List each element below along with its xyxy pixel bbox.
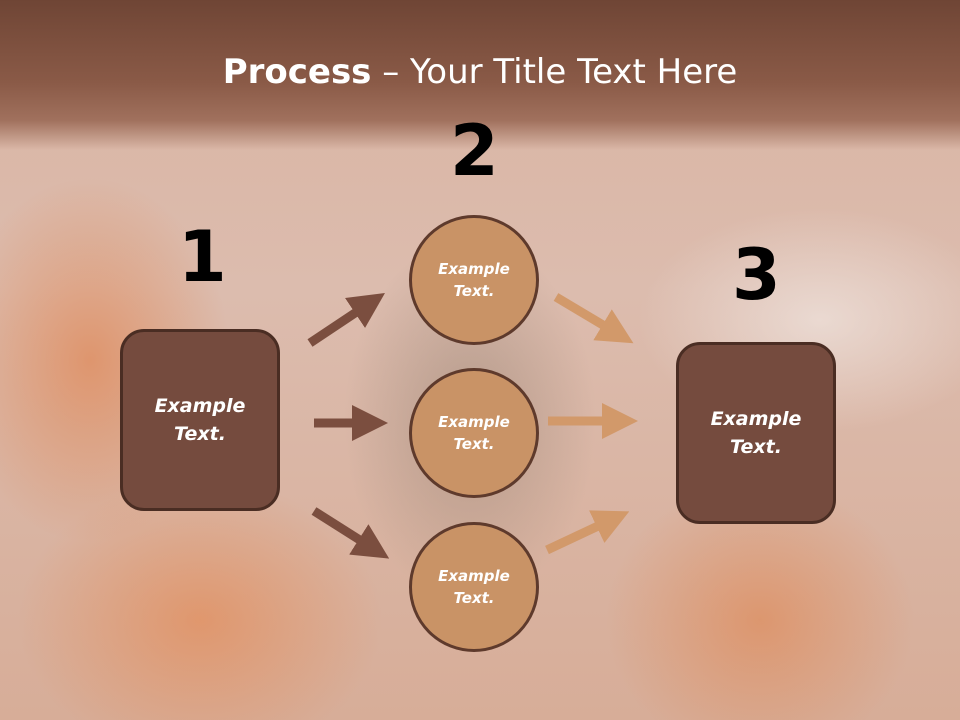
circle-bottom-line1: Example bbox=[438, 566, 510, 585]
circle-bottom[interactable]: Example Text. bbox=[409, 522, 539, 652]
title-rest: – Your Title Text Here bbox=[371, 52, 738, 92]
step-number-3: 3 bbox=[732, 234, 781, 316]
right-box-line2: Text. bbox=[730, 436, 782, 458]
left-box-line2: Text. bbox=[174, 423, 226, 445]
circle-top[interactable]: Example Text. bbox=[409, 215, 539, 345]
right-box-line1: Example bbox=[710, 407, 802, 430]
right-text-box[interactable]: Example Text. bbox=[676, 342, 836, 524]
circle-middle-line1: Example bbox=[438, 412, 510, 431]
title-bold: Process bbox=[222, 52, 372, 92]
arrow-right-top bbox=[553, 293, 634, 344]
header-band bbox=[0, 0, 960, 150]
circle-bottom-line2: Text. bbox=[453, 589, 495, 607]
left-box-line1: Example bbox=[154, 394, 246, 417]
step-number-2: 2 bbox=[450, 110, 499, 192]
arrow-left-top bbox=[307, 293, 385, 347]
arrow-right-bottom bbox=[545, 510, 630, 555]
step-number-1: 1 bbox=[178, 216, 227, 298]
left-text-box[interactable]: Example Text. bbox=[120, 329, 280, 511]
slide-title[interactable]: Process – Your Title Text Here bbox=[0, 52, 960, 92]
circle-middle[interactable]: Example Text. bbox=[409, 368, 539, 498]
circle-top-line2: Text. bbox=[453, 282, 495, 300]
circle-middle-line2: Text. bbox=[453, 435, 495, 453]
arrow-left-bottom bbox=[311, 507, 390, 559]
circle-top-line1: Example bbox=[438, 259, 510, 278]
